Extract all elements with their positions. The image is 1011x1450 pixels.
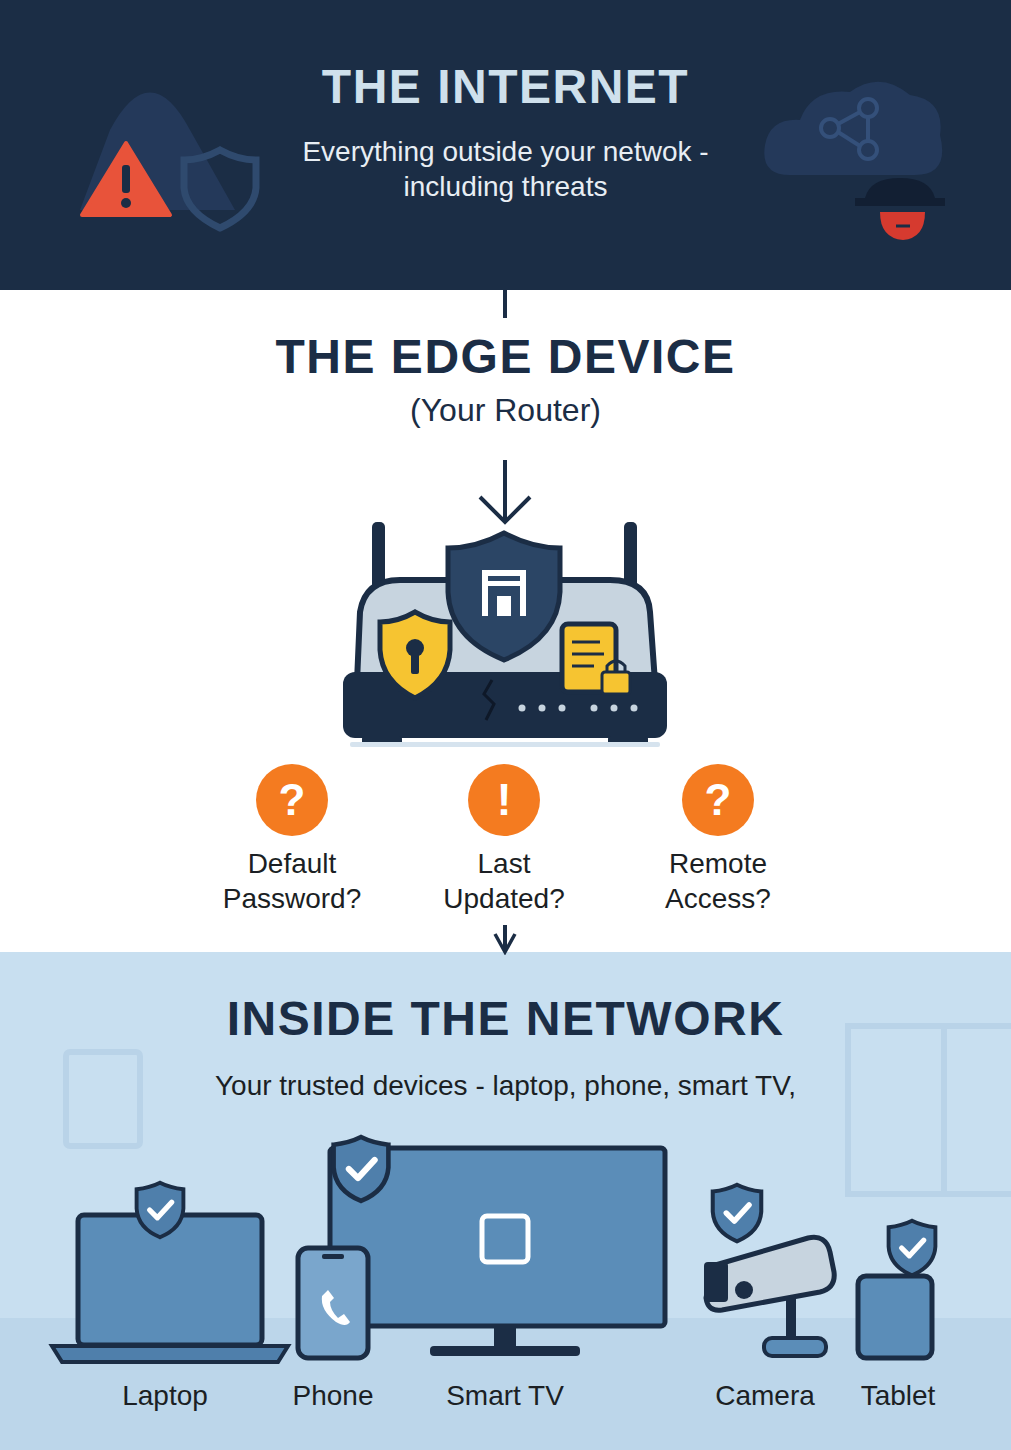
hacker-mouth bbox=[896, 225, 910, 228]
shield-icon-line bbox=[488, 576, 520, 581]
callout-circle: ? bbox=[256, 764, 328, 836]
hacker-hat bbox=[855, 178, 945, 206]
warning-triangle bbox=[82, 143, 170, 215]
device-label: Phone bbox=[264, 1378, 402, 1413]
section-title: THE INTERNET bbox=[0, 58, 1011, 116]
flow-connector bbox=[503, 925, 507, 952]
device-illustrations bbox=[52, 1137, 935, 1362]
router-illustration bbox=[343, 460, 667, 747]
question-callout: ? Default Password? bbox=[203, 764, 381, 916]
shield-icon-gap bbox=[497, 596, 511, 616]
shield-icon-door bbox=[488, 586, 520, 616]
edge-section: ? Default Password?! Last Updated?? Remote … bbox=[0, 318, 1011, 925]
callout-label: Last Updated? bbox=[415, 846, 593, 916]
callout-symbol: ? bbox=[279, 778, 306, 822]
callout-label: Remote Access? bbox=[629, 846, 807, 916]
faint-frame bbox=[66, 1052, 140, 1146]
camera-lens bbox=[735, 1281, 753, 1299]
router-crack bbox=[484, 680, 494, 720]
question-callout: ? Remote Access? bbox=[629, 764, 807, 916]
device-label: Smart TV bbox=[436, 1378, 574, 1413]
warning-dot bbox=[121, 198, 131, 208]
callout-label: Default Password? bbox=[203, 846, 381, 916]
device-label-box: Phone bbox=[264, 1378, 402, 1413]
faint-window-bar bbox=[941, 1026, 947, 1194]
device-label-box: Smart TV bbox=[436, 1378, 574, 1413]
keyhole-slot bbox=[411, 652, 419, 674]
question-callout: ! Last Updated? bbox=[415, 764, 593, 916]
faint-cloud bbox=[764, 82, 942, 175]
router-shield bbox=[448, 533, 560, 660]
down-arrow-shaft bbox=[503, 460, 507, 522]
faint-window bbox=[848, 1026, 1011, 1194]
key-shield bbox=[380, 612, 450, 698]
camera-pole bbox=[786, 1296, 796, 1340]
check-badge bbox=[334, 1137, 389, 1201]
laptop-screen bbox=[78, 1215, 262, 1345]
network-band: Laptop Phone Smart TV CameraTablet INSIDE TH… bbox=[0, 952, 1011, 1450]
router-leds bbox=[519, 705, 638, 712]
tv-base bbox=[430, 1346, 580, 1356]
check-badge bbox=[713, 1185, 762, 1242]
device-label: Camera bbox=[696, 1378, 834, 1413]
camera-front bbox=[704, 1262, 728, 1302]
phone-handset bbox=[322, 1290, 350, 1325]
callout-circle: ! bbox=[468, 764, 540, 836]
tv-logo bbox=[482, 1216, 528, 1262]
check-badge bbox=[137, 1183, 184, 1238]
internet-band bbox=[0, 0, 1011, 290]
device-label: Laptop bbox=[96, 1378, 234, 1413]
device-label-box: Laptop bbox=[96, 1378, 234, 1413]
device-label-box: Tablet bbox=[829, 1378, 967, 1413]
section-title: INSIDE THE NETWORK bbox=[0, 990, 1011, 1048]
device-label-box: Camera bbox=[696, 1378, 834, 1413]
lock-body bbox=[602, 672, 630, 694]
network-symbol bbox=[821, 99, 877, 159]
callout-circle: ? bbox=[682, 764, 754, 836]
callout-symbol: ! bbox=[497, 778, 512, 822]
callout-symbol: ? bbox=[705, 778, 732, 822]
laptop-base bbox=[52, 1346, 288, 1362]
down-arrow-head bbox=[480, 497, 530, 522]
shield-icon bbox=[482, 570, 526, 616]
section-subtitle: Everything outside your netwok - includi… bbox=[256, 134, 756, 204]
device-label: Tablet bbox=[829, 1378, 967, 1413]
tablet-body bbox=[858, 1276, 932, 1358]
faint-shield bbox=[184, 150, 256, 228]
document-lines bbox=[572, 642, 604, 666]
phone-body bbox=[298, 1248, 368, 1358]
camera-mount bbox=[764, 1338, 826, 1356]
phone-speaker bbox=[322, 1254, 344, 1259]
tv-stand bbox=[494, 1326, 516, 1346]
hacker-face bbox=[880, 212, 925, 240]
section-title: THE EDGE DEVICE bbox=[0, 328, 1011, 386]
router-shadow bbox=[350, 742, 660, 747]
internet-band: THE INTERNET Everything outside your netw… bbox=[0, 0, 1011, 290]
check-badge bbox=[889, 1221, 936, 1276]
flow-connector bbox=[503, 290, 507, 318]
warning-mark bbox=[122, 165, 130, 193]
section-subtitle: (Your Router) bbox=[0, 390, 1011, 430]
section-subtitle: Your trusted devices - laptop, phone, sm… bbox=[0, 1068, 1011, 1103]
